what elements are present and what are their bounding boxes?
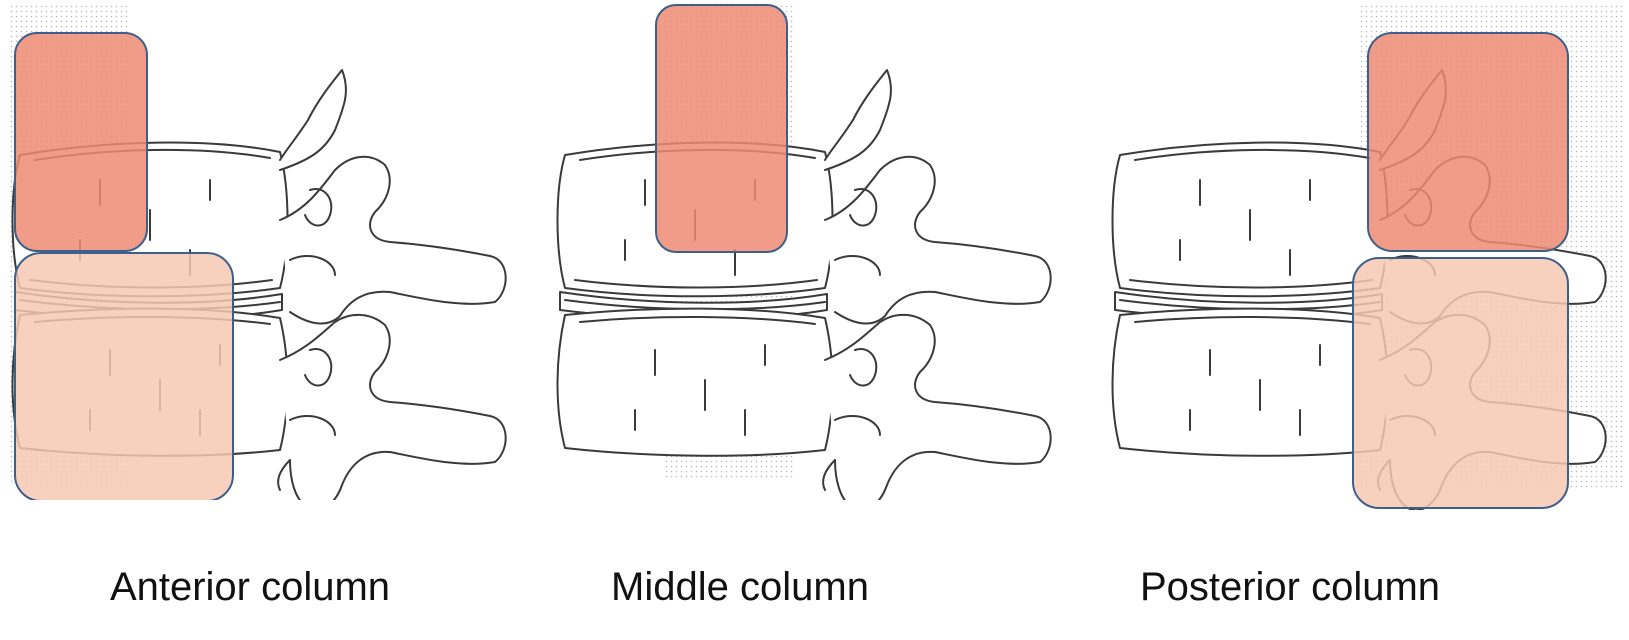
panel-posterior (1085, 0, 1629, 500)
caption-anterior: Anterior column (110, 565, 390, 610)
highlight-box-upper (1368, 33, 1568, 251)
caption-posterior: Posterior column (1140, 565, 1440, 610)
highlight-box-upper (15, 33, 147, 251)
middle-diagram (530, 0, 1070, 500)
posterior-diagram (1085, 0, 1629, 510)
highlight-box-lower (1353, 258, 1568, 508)
anterior-diagram (0, 0, 520, 500)
panel-anterior (0, 0, 520, 500)
highlight-box-lower (15, 253, 233, 500)
vertebrae-drawing (558, 70, 1051, 500)
caption-middle: Middle column (611, 565, 869, 610)
panel-middle (530, 0, 1070, 500)
highlight-box-upper (656, 5, 787, 252)
